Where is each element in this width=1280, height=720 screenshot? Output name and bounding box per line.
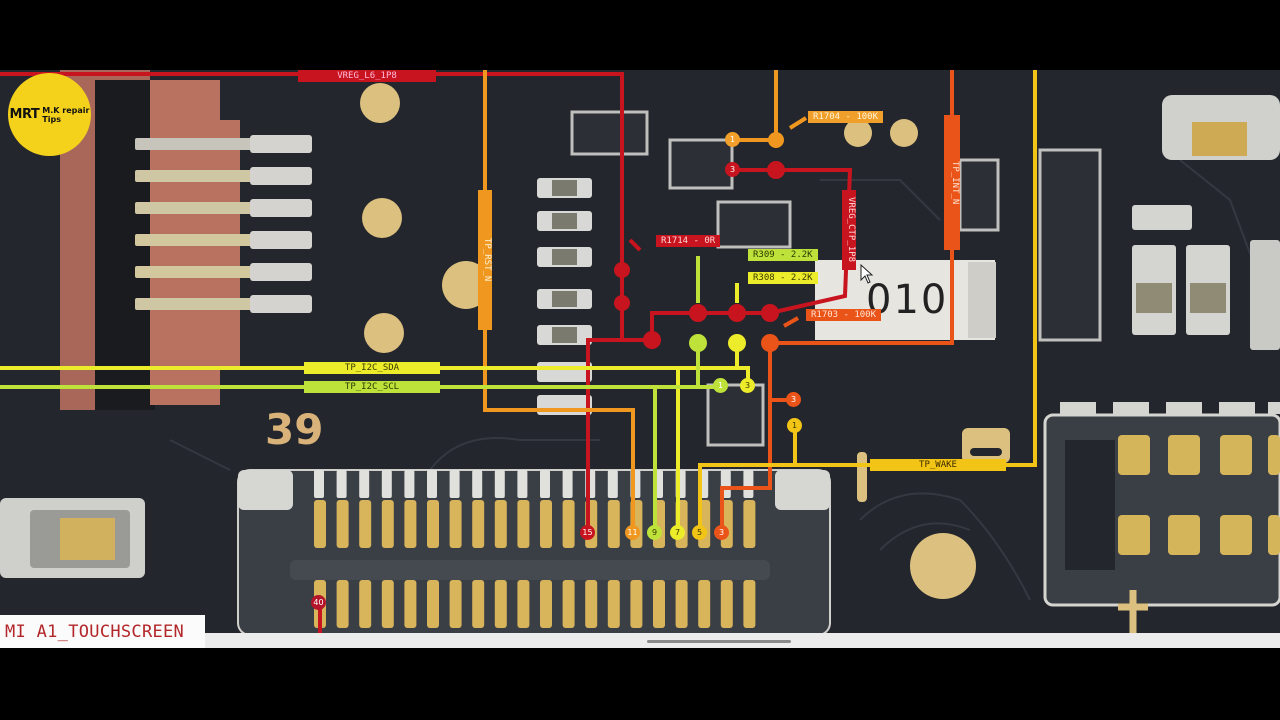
ic-pin-marker: 1 [713, 378, 728, 393]
net-label-tp-i2c-scl: TP_I2C_SCL [304, 381, 440, 393]
silkscreen-board-number: 39 [265, 405, 324, 454]
component-label-r308: R308 - 2.2K [748, 272, 818, 284]
channel-logo: MRT M.K repair Tips [8, 73, 91, 156]
connector-pin-3: 3 [714, 525, 729, 540]
net-label-vreg-l6-1p8: VREG_L6_1P8 [298, 70, 436, 82]
connector-pin-7: 7 [670, 525, 685, 540]
pcb-board-view: 39 010 VREG_L6_1P8 TP_RST_N TP_INT_N VRE… [0, 70, 1280, 633]
logo-subtitle: M.K repair Tips [42, 105, 90, 124]
scroll-handle[interactable] [647, 640, 791, 643]
video-progress-strip [0, 633, 1280, 648]
logo-mrt-text: MRT [9, 107, 40, 122]
component-label-r1714: R1714 - 0R [656, 235, 721, 247]
net-label-tp-rst-n: TP_RST_N [478, 190, 492, 330]
component-label-r309: R309 - 2.2K [748, 249, 818, 261]
component-label-r1704: R1704 - 100K [808, 111, 884, 123]
ic-pin-marker: 3 [786, 392, 801, 407]
connector-pin-15: 15 [580, 525, 595, 540]
bottom-letterbox [0, 648, 1280, 720]
net-label-tp-wake: TP_WAKE [870, 459, 1006, 471]
connector-pin-9: 9 [647, 525, 662, 540]
mouse-cursor-icon [860, 264, 874, 284]
ic-pin-marker: 3 [740, 378, 755, 393]
ic-pin-marker: 1 [787, 418, 802, 433]
top-letterbox [0, 0, 1280, 70]
net-label-tp-i2c-sda: TP_I2C_SDA [304, 362, 440, 374]
net-label-vreg-ctp-1p8: VREG_CTP_1P8 [842, 190, 856, 270]
ic-pin-marker: 3 [725, 162, 740, 177]
video-caption: MI A1_TOUCHSCREEN [0, 615, 205, 648]
net-label-tp-int-n: TP_INT_N [944, 115, 960, 250]
ic-pin-marker: 1 [725, 132, 740, 147]
pcb-artwork [0, 70, 1280, 633]
component-label-r1703: R1703 - 100K [806, 309, 882, 321]
connector-pin-5: 5 [692, 525, 707, 540]
connector-pin-11: 11 [625, 525, 640, 540]
connector-pin-40: 40 [311, 595, 326, 610]
